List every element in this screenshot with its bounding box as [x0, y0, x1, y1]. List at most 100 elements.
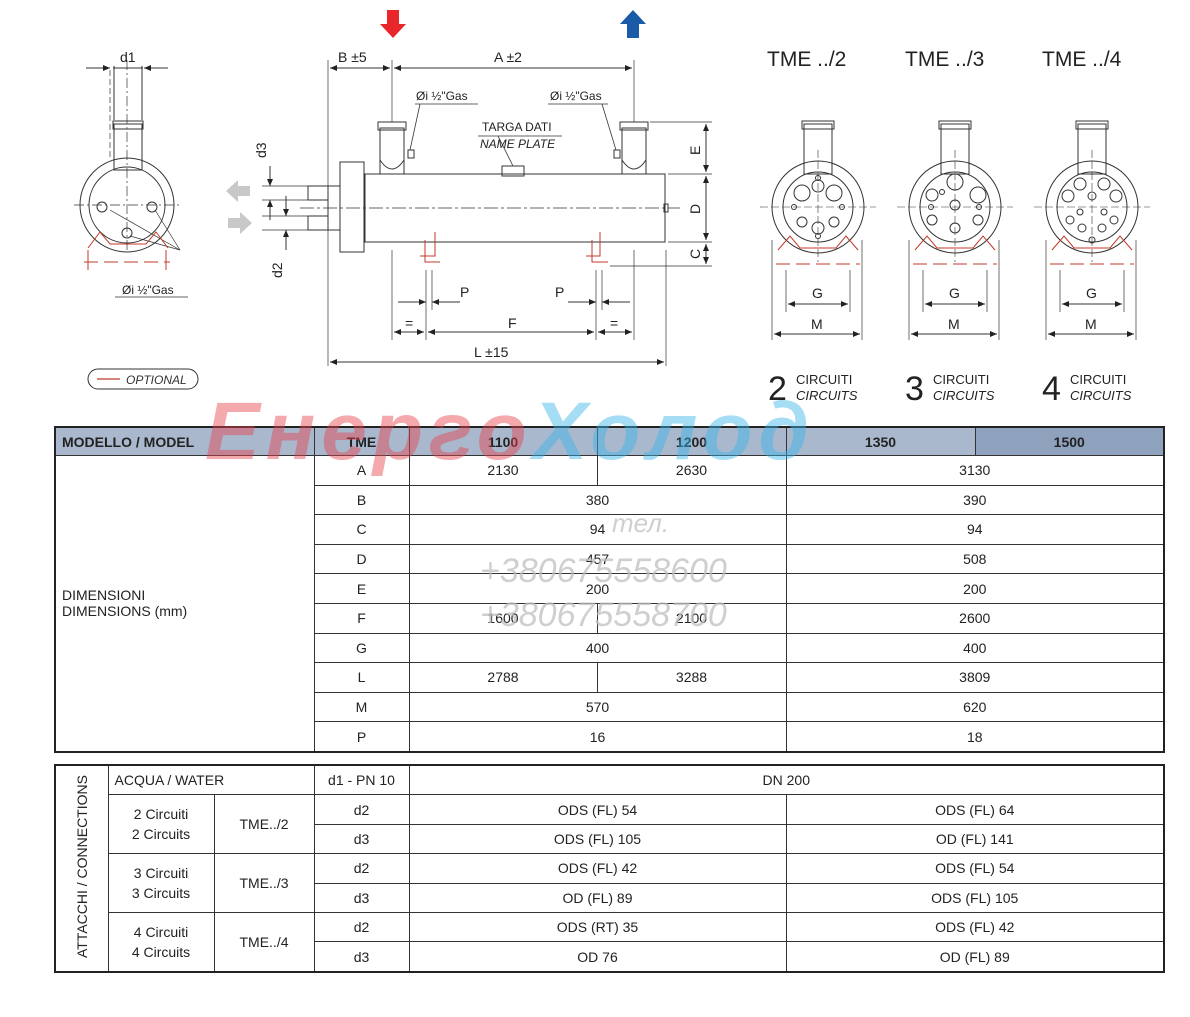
optional-label: OPTIONAL	[126, 373, 187, 387]
row-key: P	[313, 721, 410, 753]
table-row: ATTACCHI / CONNECTIONS ACQUA / WATER d1 …	[54, 764, 1165, 973]
m-label-2: M	[811, 316, 823, 332]
cell-value: 3288	[596, 662, 787, 693]
flow-out-arrow-icon	[226, 180, 250, 202]
cell-value: 16	[408, 721, 787, 753]
d3-label: d3	[253, 142, 269, 158]
model-group-3: TME../3	[213, 853, 315, 913]
row-key: d3	[313, 823, 410, 855]
water-label: ACQUA / WATER	[107, 764, 315, 796]
cell-value: 400	[785, 632, 1165, 664]
row-key: d2	[313, 794, 410, 825]
cell-value: 200	[408, 573, 787, 604]
d2-label: d2	[269, 262, 285, 278]
row-key: M	[313, 691, 410, 723]
circuiti-label-3: CIRCUITI	[933, 372, 989, 387]
gas-label-1: Øi ½"Gas	[416, 89, 468, 103]
cell-value: OD (FL) 141	[785, 823, 1165, 855]
cell-value: 2630	[596, 455, 787, 486]
view-title-3: TME ../3	[905, 48, 984, 71]
row-key: C	[313, 514, 410, 545]
f-label: F	[508, 315, 517, 331]
circuits-label-3: CIRCUITS	[933, 388, 995, 403]
cell-value: 94	[408, 514, 787, 545]
m-label-4: M	[1085, 316, 1097, 332]
outlet-arrow-icon	[620, 10, 646, 38]
model-group-2: TME../2	[213, 794, 315, 855]
table-row: d3 OD 76 OD (FL) 89	[55, 941, 1165, 973]
nameplate-label: NAME PLATE	[480, 137, 556, 151]
connections-side-label: ATTACCHI / CONNECTIONS	[54, 764, 109, 973]
e-label: E	[687, 146, 703, 155]
circuiti-label-2: CIRCUITI	[796, 372, 852, 387]
cell-value: 94	[785, 514, 1165, 545]
circuit-number-4: 4	[1042, 370, 1061, 408]
row-key: F	[313, 602, 410, 634]
g-label-2: G	[812, 285, 823, 301]
cell-value: 18	[785, 721, 1165, 753]
model-1500-header: 1500	[974, 426, 1165, 456]
cell-value: OD (FL) 89	[785, 941, 1165, 973]
table-row: E 200 200	[55, 573, 1165, 604]
d1-label: d1	[120, 49, 136, 65]
cell-value: ODS (FL) 54	[408, 794, 787, 825]
view-title-2: TME ../2	[767, 48, 846, 71]
table-row: D 457 508	[55, 543, 1165, 575]
optional-legend	[87, 368, 199, 390]
cell-value: 3809	[785, 662, 1165, 693]
end-view-2-circuits	[760, 120, 876, 340]
targa-label: TARGA DATI	[482, 120, 552, 134]
cell-value: 380	[408, 484, 787, 516]
p-label-1: P	[460, 284, 469, 300]
row-key: L	[313, 662, 410, 693]
table-row: d3 OD (FL) 89 ODS (FL) 105	[55, 882, 1165, 913]
cell-value: 1600	[408, 602, 598, 634]
l-dimension-label: L ±15	[474, 344, 509, 360]
circuit-number-2: 2	[768, 370, 787, 408]
technical-drawing: d1 Øi ½"Gas	[74, 10, 1150, 408]
cell-value: ODS (FL) 42	[785, 911, 1165, 943]
model-1350-header: 1350	[785, 426, 976, 456]
cell-value: 2788	[408, 662, 598, 693]
flow-in-arrow-icon	[228, 212, 252, 234]
row-key: B	[313, 484, 410, 516]
row-key: D	[313, 543, 410, 575]
row-key: d3	[313, 882, 410, 913]
table-row: P 16 18	[55, 721, 1165, 753]
a-dimension-label: A ±2	[494, 49, 522, 65]
cell-value: ODS (FL) 54	[785, 853, 1165, 884]
equal-label-1: =	[405, 315, 413, 331]
g-label-3: G	[949, 285, 960, 301]
d1-value: DN 200	[408, 764, 1165, 796]
connections-table: ATTACCHI / CONNECTIONS ACQUA / WATER d1 …	[54, 764, 1165, 973]
model-1200-header: 1200	[596, 426, 787, 456]
cell-value: ODS (FL) 64	[785, 794, 1165, 825]
cell-value: 200	[785, 573, 1165, 604]
end-view-left	[74, 60, 181, 270]
row-key: d2	[313, 853, 410, 884]
model-group-4: TME../4	[213, 911, 315, 973]
cell-value: 457	[408, 543, 787, 575]
model-1100-header: 1100	[408, 426, 598, 456]
b-dimension-label: B ±5	[338, 49, 367, 65]
circuits-label-4: CIRCUITS	[1070, 388, 1132, 403]
row-key: G	[313, 632, 410, 664]
d1-row-key: d1 - PN 10	[313, 764, 410, 796]
cell-value: 390	[785, 484, 1165, 516]
row-key: E	[313, 573, 410, 604]
d-label: D	[687, 204, 703, 214]
dimensions-table: MODELLO / MODEL TME 1100 1200 1350 1500 …	[54, 426, 1165, 753]
cell-value: OD 76	[408, 941, 787, 973]
cell-value: 2100	[596, 602, 787, 634]
end-view-3-circuits	[897, 120, 1013, 340]
cell-value: 620	[785, 691, 1165, 723]
row-key: d3	[313, 941, 410, 973]
